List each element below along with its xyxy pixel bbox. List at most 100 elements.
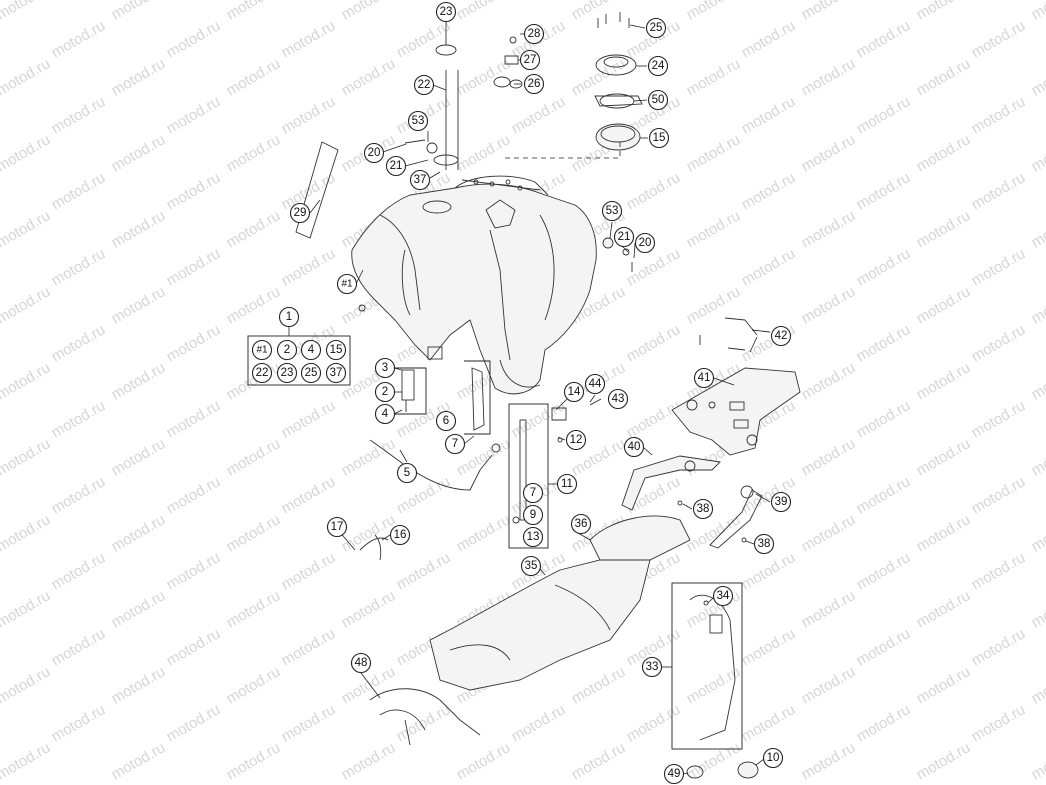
callout-hash-1: #1 [336, 273, 358, 295]
callout-6: 6 [435, 410, 457, 432]
kit-item-4: 4 [300, 339, 322, 361]
kit-item-25: 25 [300, 362, 322, 384]
watermark-text: motod.ru [109, 739, 169, 783]
svg-text:23: 23 [281, 367, 294, 379]
callout-20-left: 20 [363, 142, 385, 164]
watermark-text: motod.ru [279, 625, 339, 669]
svg-text:38: 38 [758, 538, 771, 550]
watermark-text: motod.ru [164, 17, 224, 61]
callout-23: 23 [435, 1, 457, 23]
watermark-text: motod.ru [624, 169, 684, 213]
watermark-text: motod.ru [854, 17, 914, 61]
watermark-text: motod.ru [0, 283, 53, 327]
watermark-text: motod.ru [224, 739, 284, 783]
svg-text:13: 13 [527, 531, 540, 543]
watermark-text: motod.ru [0, 511, 53, 555]
svg-text:41: 41 [698, 372, 711, 384]
watermark-text: motod.ru [799, 359, 859, 403]
callout-37: 37 [409, 169, 431, 191]
callout-27: 27 [519, 49, 541, 71]
svg-text:48: 48 [355, 657, 368, 669]
watermark-text: motod.ru [914, 739, 974, 783]
watermark-text: motod.ru [739, 321, 799, 365]
watermark-text: motod.ru [799, 739, 859, 783]
callout-21-right: 21 [613, 226, 635, 248]
watermark-text: motod.ru [279, 17, 339, 61]
svg-text:29: 29 [294, 207, 307, 219]
bracket-6-7 [464, 360, 491, 435]
svg-text:40: 40 [628, 441, 641, 453]
watermark-text: motod.ru [624, 397, 684, 441]
svg-text:5: 5 [404, 467, 410, 479]
watermark-text: motod.ru [969, 93, 1029, 137]
svg-text:22: 22 [418, 79, 431, 91]
watermark-text: motod.ru [49, 397, 109, 441]
watermark-text: motod.ru [799, 55, 859, 99]
watermark-text: motod.ru [739, 473, 799, 517]
callout-40: 40 [623, 436, 645, 458]
watermark-text: motod.ru [799, 283, 859, 327]
svg-text:4: 4 [308, 344, 315, 356]
svg-text:17: 17 [331, 521, 344, 533]
watermark-text: motod.ru [1029, 283, 1046, 327]
callout-53-left: 53 [407, 110, 429, 132]
svg-text:7: 7 [530, 487, 536, 499]
seat-drawing [429, 515, 691, 691]
watermark-text: motod.ru [624, 245, 684, 289]
svg-text:11: 11 [561, 478, 573, 490]
watermark-text: motod.ru [684, 0, 744, 23]
watermark-text: motod.ru [739, 625, 799, 669]
watermark-text: motod.ru [224, 511, 284, 555]
watermark-text: motod.ru [224, 587, 284, 631]
watermark-text: motod.ru [224, 359, 284, 403]
watermark-text: motod.ru [1029, 435, 1046, 479]
watermark-text: motod.ru [739, 245, 799, 289]
watermark-text: motod.ru [109, 663, 169, 707]
svg-text:24: 24 [652, 60, 665, 72]
svg-text:26: 26 [528, 78, 541, 90]
kit-contents-box [247, 335, 351, 386]
svg-text:4: 4 [382, 408, 389, 420]
watermark-text: motod.ru [454, 739, 514, 783]
watermark-text: motod.ru [854, 93, 914, 137]
callout-14: 14 [563, 381, 585, 403]
watermark-text: motod.ru [109, 359, 169, 403]
callout-41: 41 [693, 367, 715, 389]
watermark-text: motod.ru [914, 663, 974, 707]
watermark-text: motod.ru [854, 549, 914, 593]
watermark-text: motod.ru [969, 169, 1029, 213]
watermark-text: motod.ru [49, 625, 109, 669]
watermark-text: motod.ru [339, 0, 399, 23]
watermark-text: motod.ru [969, 701, 1029, 745]
svg-text:23: 23 [440, 6, 453, 18]
watermark-text: motod.ru [49, 17, 109, 61]
callout-34: 34 [712, 585, 734, 607]
watermark-text: motod.ru [914, 283, 974, 327]
callout-20-right: 20 [634, 232, 656, 254]
svg-text:22: 22 [256, 367, 269, 379]
watermark-text: motod.ru [224, 207, 284, 251]
watermark-text: motod.ru [109, 283, 169, 327]
svg-text:25: 25 [650, 22, 663, 34]
watermark-text: motod.ru [49, 169, 109, 213]
watermark-text: motod.ru [454, 0, 514, 23]
watermark-text: motod.ru [1029, 587, 1046, 631]
watermark-text: motod.ru [49, 245, 109, 289]
watermark-text: motod.ru [914, 131, 974, 175]
svg-text:42: 42 [775, 330, 788, 342]
svg-text:6: 6 [443, 415, 449, 427]
watermark-text: motod.ru [164, 93, 224, 137]
watermark-text: motod.ru [1029, 663, 1046, 707]
svg-text:#1: #1 [256, 345, 268, 356]
callout-7-group: 7 [522, 482, 544, 504]
svg-text:43: 43 [612, 393, 625, 405]
svg-text:49: 49 [668, 768, 681, 780]
callout-21-left: 21 [385, 155, 407, 177]
watermark-text: motod.ru [914, 0, 974, 23]
watermark-text: motod.ru [684, 207, 744, 251]
watermark-text: motod.ru [224, 663, 284, 707]
watermark-text: motod.ru [224, 283, 284, 327]
watermark-text: motod.ru [49, 549, 109, 593]
watermark-text: motod.ru [164, 321, 224, 365]
watermark-text: motod.ru [279, 169, 339, 213]
